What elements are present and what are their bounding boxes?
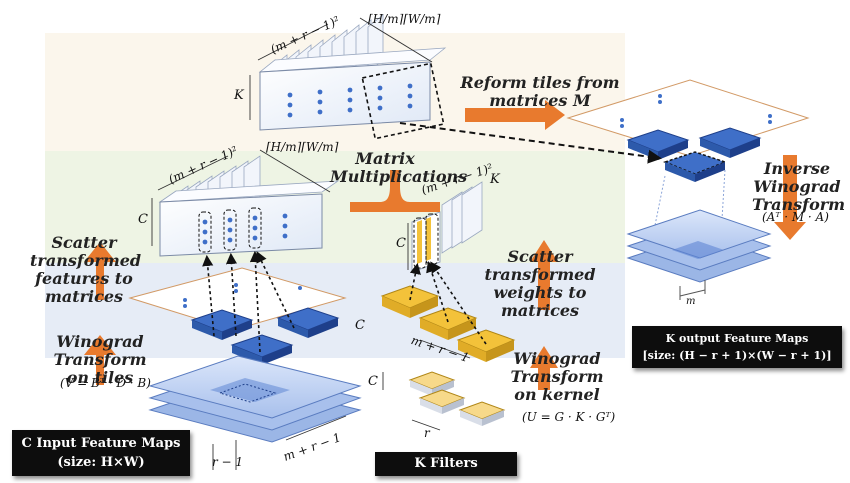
math-feature-c: C (355, 318, 365, 333)
math-mid-hw: ⌈H/m⌉⌈W/m⌉ (266, 140, 339, 154)
arrow-scatter-features (84, 242, 116, 300)
label-winograd-kernel: Winograd Transform on kernel (510, 349, 604, 404)
input-feature-maps (148, 355, 362, 443)
math-top-k: K (234, 88, 244, 103)
arrow-matmul (350, 170, 440, 212)
math-filter-r: r (424, 426, 430, 440)
input-feature-maps-box: C Input Feature Maps (size: H×W) (12, 430, 190, 476)
weight-matrix-stack (411, 181, 483, 273)
math-mid-c: C (138, 212, 148, 227)
output-tile-plate (566, 79, 810, 253)
arrow-to-output (399, 122, 662, 164)
label-scatter-weights: Scatter transformed weights to matrices (484, 247, 596, 320)
middle-matrix-stack (158, 155, 340, 257)
orange-arrows (84, 100, 806, 390)
filter-kernels (408, 371, 506, 426)
yellow-weight-tiles (380, 260, 516, 362)
math-output-m: m (686, 296, 696, 307)
label-matrix-multiplications: Matrix Multiplications (330, 149, 468, 186)
arrow-wino-kernel (530, 346, 558, 390)
top-matrix-stack (258, 14, 447, 140)
band-middle (45, 151, 625, 263)
math-r-minus-1: r − 1 (212, 455, 244, 469)
output-feature-maps (626, 209, 772, 300)
arrow-reform (465, 100, 565, 130)
input-box-title: C Input Feature Maps (21, 436, 181, 451)
arrow-wino-tiles (84, 335, 116, 385)
output-feature-maps-box: K output Feature Maps [size: (H − r + 1)… (632, 326, 842, 368)
filters-box-title: K Filters (414, 456, 478, 471)
filters-box: K Filters (375, 452, 517, 476)
math-tiles-formula: (V = Bᵀ · D · B) (60, 376, 151, 390)
band-lower (45, 263, 625, 358)
math-weight-c: C (396, 236, 406, 251)
math-kernel-formula: (U = G · K · Gᵀ) (522, 410, 616, 424)
arrow-inverse (774, 155, 806, 240)
math-filter-c: C (368, 374, 378, 389)
arrow-scatter-weights (530, 240, 558, 310)
label-inverse-winograd: Inverse Winograd Transform (752, 159, 846, 214)
input-box-size: (size: H×W) (57, 455, 145, 470)
output-box-title: K output Feature Maps (665, 332, 809, 345)
dimension-lines (151, 17, 471, 470)
label-reform: Reform tiles from matrices M (460, 73, 620, 110)
label-scatter-features: Scatter transformed features to matrices (30, 233, 142, 306)
feature-tile-plate (128, 250, 347, 365)
math-inverse-formula: (Aᵀ · M · A) (762, 210, 829, 224)
math-top-hw: ⌈H/m⌉⌈W/m⌉ (368, 12, 441, 26)
output-box-size: [size: (H − r + 1)×(W − r + 1)] (642, 349, 832, 362)
label-winograd-tiles: Winograd Transform on tiles (53, 332, 147, 387)
math-weight-k: K (490, 172, 500, 187)
